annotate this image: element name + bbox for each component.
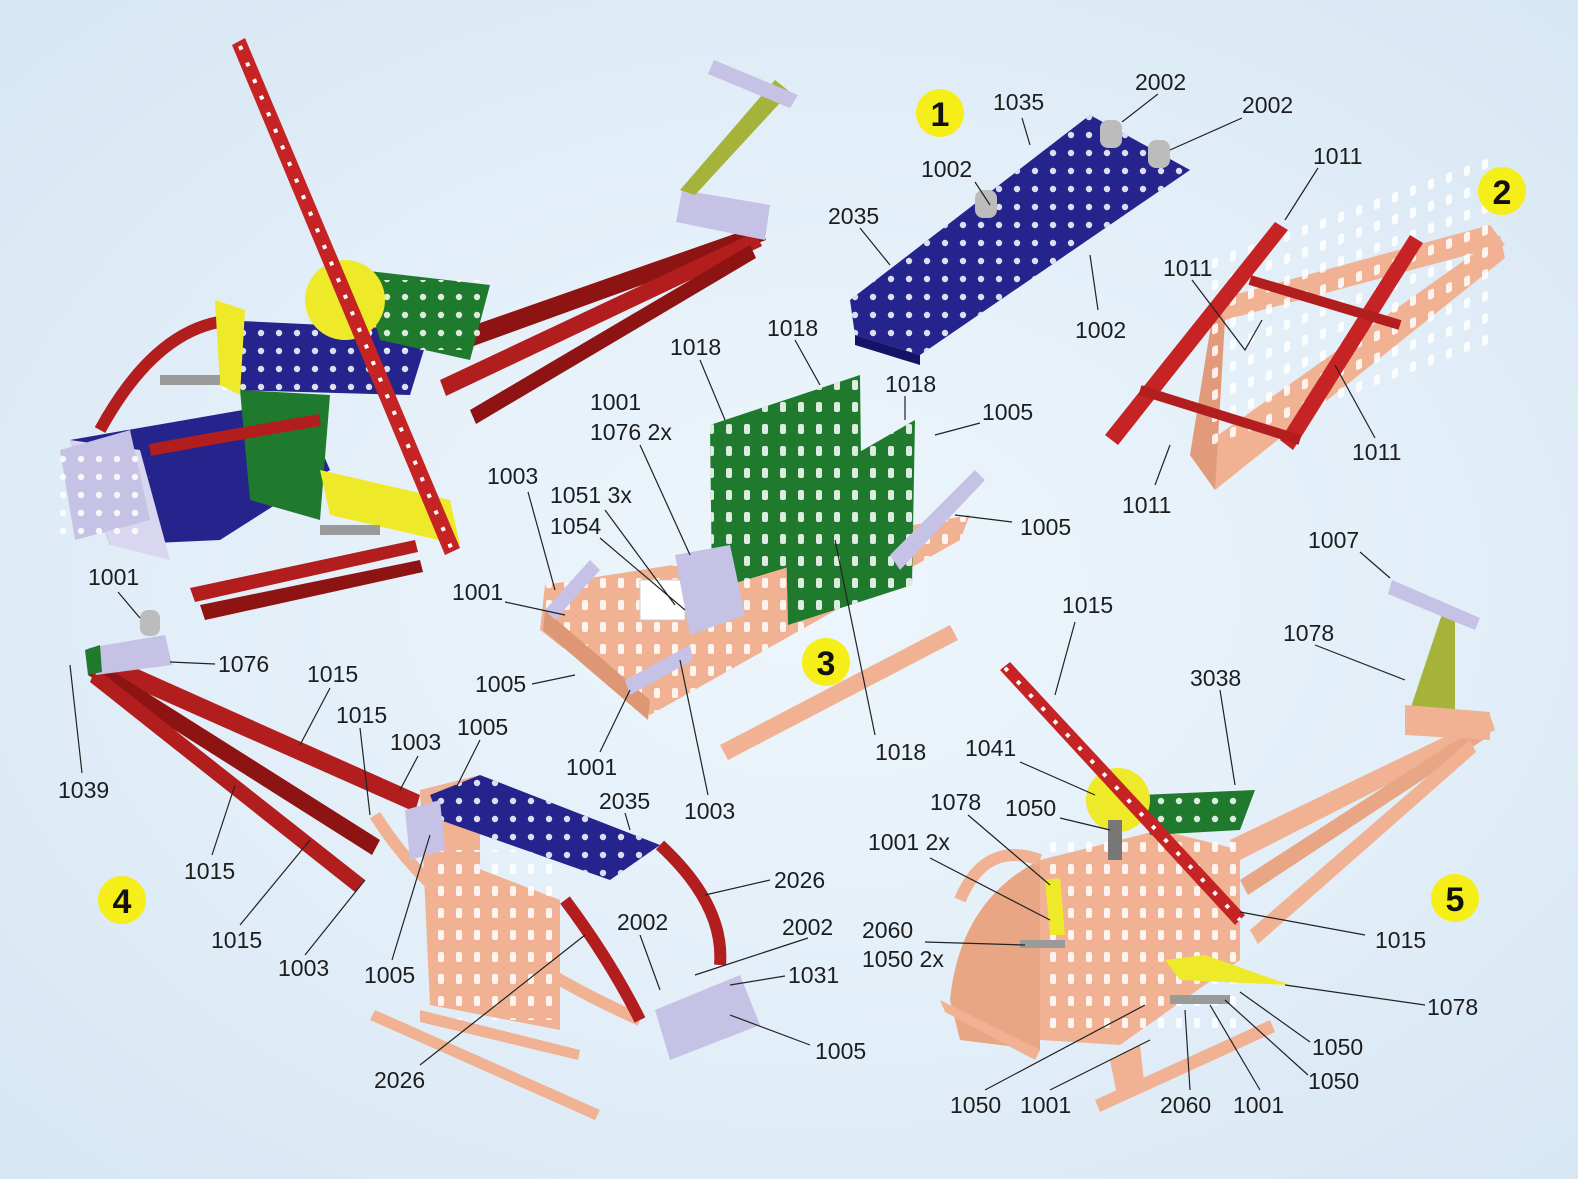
step-5-assembly: [940, 580, 1495, 1112]
part-label: 2002: [617, 909, 668, 935]
part-label: 1015: [336, 702, 387, 728]
part-label: 1050 2x: [862, 946, 944, 972]
step-number-4: 4: [113, 883, 132, 921]
part-label: 1015: [307, 661, 358, 687]
part-label: 1041: [965, 735, 1016, 761]
part-label: 1011: [1313, 143, 1362, 169]
part-label: 1007: [1308, 527, 1359, 553]
part-label: 1001: [590, 389, 641, 415]
part-label: 2035: [828, 203, 879, 229]
part-label: 2026: [374, 1067, 425, 1093]
part-label: 1001: [452, 579, 503, 605]
step-4-assembly: [85, 610, 760, 1120]
part-label: 1001: [1233, 1092, 1284, 1118]
part-label: 1003: [684, 798, 735, 824]
part-label: 1001: [566, 754, 617, 780]
part-label: 1005: [475, 671, 526, 697]
step-badge-5: [1431, 874, 1479, 922]
part-label: 2060: [1160, 1092, 1211, 1118]
step-badges: 1 2 3 4 5: [98, 89, 1526, 924]
part-label: 1018: [670, 334, 721, 360]
step-number-5: 5: [1446, 881, 1465, 919]
part-label: 1050: [1005, 795, 1056, 821]
step-badge-3: [802, 638, 850, 686]
part-label: 1051 3x: [550, 482, 632, 508]
part-label: 1031: [788, 962, 839, 988]
step-number-2: 2: [1493, 174, 1512, 212]
part-label: 1003: [278, 955, 329, 981]
part-label: 1015: [211, 927, 262, 953]
part-label: 1018: [875, 739, 926, 765]
part-label: 1005: [982, 399, 1033, 425]
part-label: 1018: [885, 371, 936, 397]
part-label: 1011: [1163, 255, 1212, 281]
step-badge-1: [916, 89, 964, 137]
part-labels: 1035 2002 2002 1002 2035 1002 1011 1011 …: [58, 69, 1478, 1118]
part-label: 1002: [1075, 317, 1126, 343]
part-label: 1005: [364, 962, 415, 988]
part-label: 1035: [993, 89, 1044, 115]
step-badge-2: [1478, 167, 1526, 215]
part-label: 1076: [218, 651, 269, 677]
part-label: 1050: [1312, 1034, 1363, 1060]
part-label: 2002: [1242, 92, 1293, 118]
part-label: 1018: [767, 315, 818, 341]
part-label: 1076 2x: [590, 419, 672, 445]
part-label: 1001: [88, 564, 139, 590]
part-label: 1001 2x: [868, 829, 950, 855]
completed-helicopter: [60, 38, 798, 620]
part-label: 1011: [1352, 439, 1401, 465]
part-label: 1001: [1020, 1092, 1071, 1118]
part-label: 1005: [815, 1038, 866, 1064]
part-label: 2035: [599, 788, 650, 814]
step-number-3: 3: [817, 645, 836, 683]
part-label: 1011: [1122, 492, 1171, 518]
part-label: 1050: [950, 1092, 1001, 1118]
part-label: 3038: [1190, 665, 1241, 691]
step-2-assembly: [1105, 147, 1505, 490]
part-label: 1015: [1062, 592, 1113, 618]
part-label: 1005: [457, 714, 508, 740]
part-label: 2002: [782, 914, 833, 940]
part-label: 1078: [1427, 994, 1478, 1020]
part-label: 1015: [184, 858, 235, 884]
part-label: 2002: [1135, 69, 1186, 95]
step-number-1: 1: [931, 96, 950, 134]
step-1-assembly: [850, 115, 1190, 365]
part-label: 1039: [58, 777, 109, 803]
part-label: 2060: [862, 917, 913, 943]
step-badge-4: [98, 876, 146, 924]
step-3-assembly: [540, 375, 985, 760]
part-label: 1054: [550, 513, 601, 539]
part-label: 2026: [774, 867, 825, 893]
part-label: 1050: [1308, 1068, 1359, 1094]
part-label: 1005: [1020, 514, 1071, 540]
part-label: 1003: [390, 729, 441, 755]
part-label: 1078: [930, 789, 981, 815]
part-label: 1003: [487, 463, 538, 489]
part-label: 1078: [1283, 620, 1334, 646]
part-label: 1002: [921, 156, 972, 182]
leader-lines: [69, 93, 1426, 1091]
part-label: 1015: [1375, 927, 1426, 953]
